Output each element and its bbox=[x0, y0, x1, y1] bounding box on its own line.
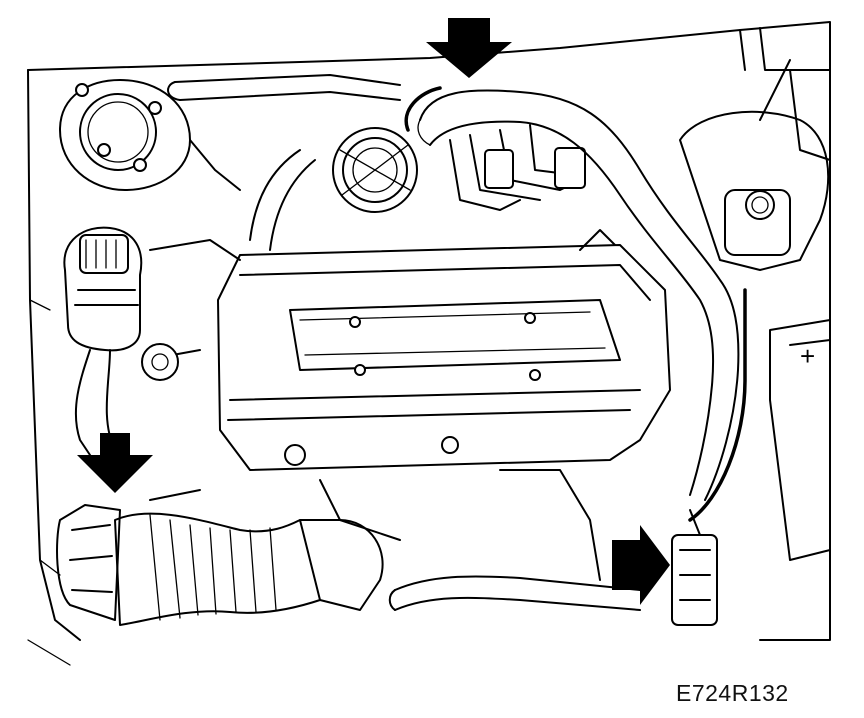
corrugated-hose bbox=[114, 512, 384, 626]
callout-arrow-top bbox=[426, 18, 512, 78]
callout-arrow-right bbox=[612, 525, 670, 605]
lower-hose bbox=[388, 575, 641, 611]
oil-filler-cap bbox=[332, 127, 418, 213]
hose-top bbox=[167, 74, 401, 101]
misc-pipes bbox=[141, 239, 601, 581]
strut-tower-left bbox=[59, 79, 241, 191]
battery-plus-symbol: + bbox=[800, 341, 815, 371]
coolant-reservoir bbox=[63, 226, 143, 471]
intake-hose bbox=[404, 86, 747, 522]
cam-cover bbox=[217, 229, 671, 471]
sensor-connector bbox=[671, 509, 718, 626]
reference-code: E724R132 bbox=[676, 680, 789, 706]
battery bbox=[769, 319, 831, 561]
ignition-leads bbox=[249, 124, 586, 251]
air-mass-meter bbox=[56, 504, 121, 621]
callout-arrow-left bbox=[77, 433, 153, 493]
brake-reservoir bbox=[679, 59, 830, 271]
